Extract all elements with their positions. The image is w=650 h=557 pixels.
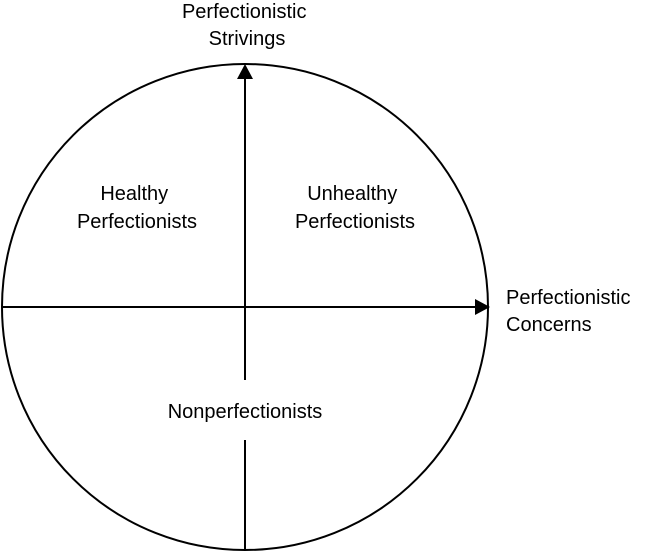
quadrant-unhealthy-perfectionists: Unhealthy Perfectionists xyxy=(295,183,415,233)
axis-y-label-line1: Perfectionistic xyxy=(182,1,307,23)
quadrant-healthy-line1: Healthy xyxy=(100,183,168,205)
region-nonperfectionists: Nonperfectionists xyxy=(168,401,323,423)
quadrant-healthy-line2: Perfectionists xyxy=(77,211,197,233)
axis-y-label-line2: Strivings xyxy=(209,28,286,50)
axis-x-label: Perfectionistic Concerns xyxy=(506,287,636,336)
region-nonperfectionists-line1: Nonperfectionists xyxy=(168,401,323,423)
quadrant-unhealthy-line1: Unhealthy xyxy=(307,183,397,205)
quadrant-healthy-perfectionists: Healthy Perfectionists xyxy=(77,183,197,233)
vertical-axis-arrowhead xyxy=(237,64,253,79)
horizontal-axis-arrowhead xyxy=(475,299,490,315)
axis-y-label: Perfectionistic Strivings xyxy=(182,1,312,50)
axis-x-label-line1: Perfectionistic xyxy=(506,287,631,309)
axis-x-label-line2: Concerns xyxy=(506,314,592,336)
quadrant-unhealthy-line2: Perfectionists xyxy=(295,211,415,233)
